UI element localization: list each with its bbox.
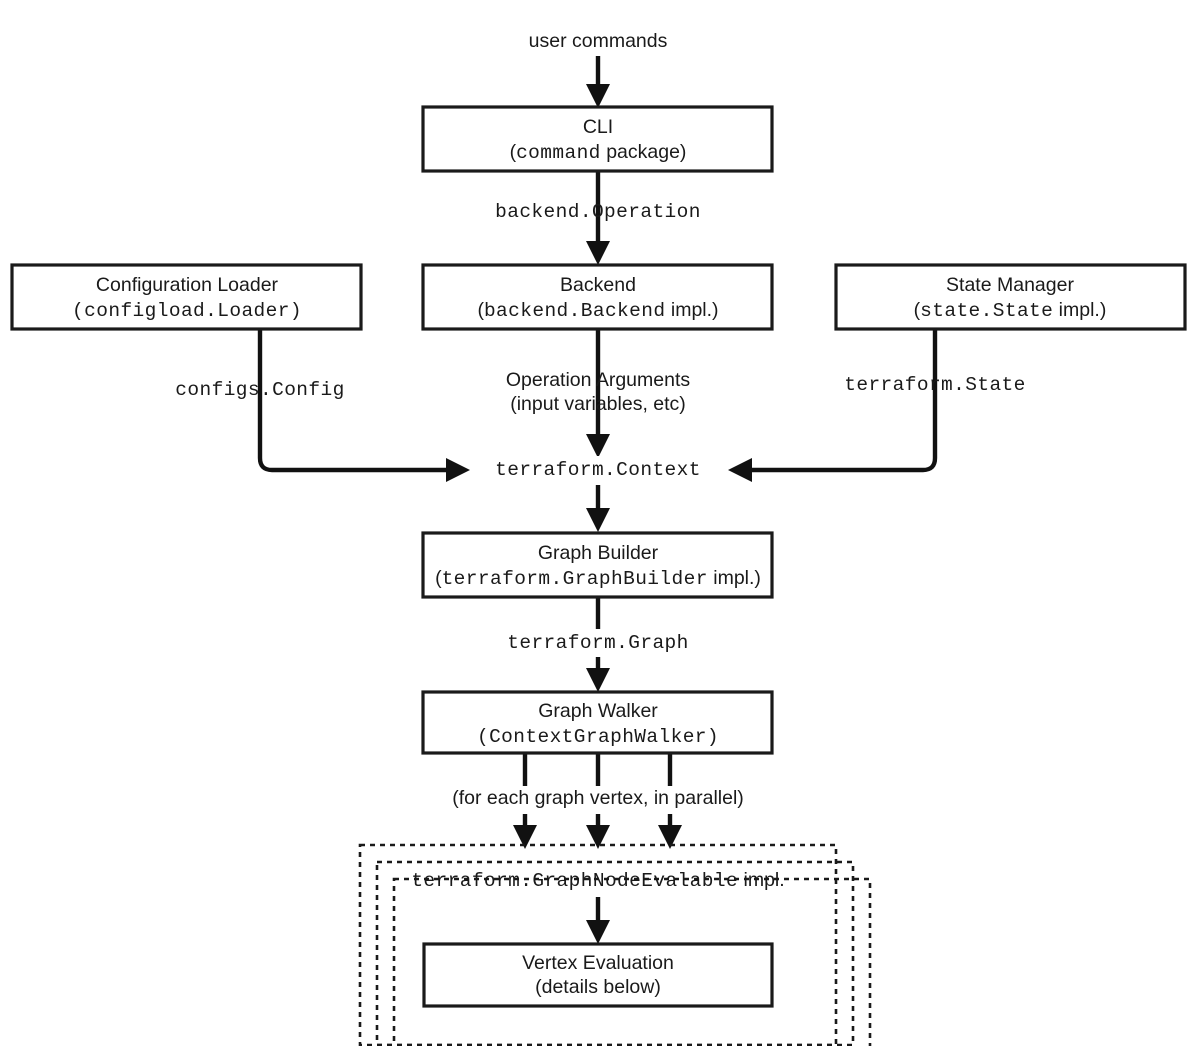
node-graph-walker[interactable]: Graph Walker (ContextGraphWalker)	[421, 690, 774, 755]
edge-cli-to-backend	[586, 171, 610, 265]
node-configuration-loader-box[interactable]	[10, 263, 363, 331]
node-state-manager[interactable]: State Manager (state.State impl.)	[834, 263, 1187, 331]
node-backend-title: Backend	[560, 274, 636, 296]
label-terraform-state: terraform.State	[844, 374, 1026, 396]
label-graph-node-evalable-mono: terraform.GraphNodeEvalable	[411, 870, 738, 892]
node-graph-builder-subtitle-tail: impl.)	[708, 567, 761, 589]
eval-group-dashed-layer-1	[358, 843, 838, 1046]
node-backend-subtitle-tail: impl.)	[665, 299, 718, 321]
node-state-manager-box[interactable]	[834, 263, 1187, 331]
label-operation-arguments-line1: Operation Arguments	[506, 369, 691, 391]
node-vertex-evaluation[interactable]: Vertex Evaluation (details below)	[422, 942, 774, 1008]
node-cli-subtitle-tail: package)	[601, 141, 687, 163]
node-cli-title: CLI	[583, 116, 613, 138]
label-backend-operation: backend.Operation	[495, 201, 701, 223]
edge-backend-to-context	[586, 329, 610, 458]
node-state-manager-subtitle-tail: impl.)	[1053, 299, 1106, 321]
eval-group-dashed-layer-3	[392, 877, 872, 1046]
node-configuration-loader-title: Configuration Loader	[96, 274, 279, 296]
label-graph-node-evalable-tail: impl.	[738, 869, 785, 891]
node-graph-walker-title: Graph Walker	[538, 700, 658, 722]
node-graph-walker-subtitle: (ContextGraphWalker)	[477, 726, 719, 748]
node-graph-walker-box[interactable]	[421, 690, 774, 755]
node-vertex-evaluation-title: Vertex Evaluation	[522, 952, 674, 974]
node-state-manager-title: State Manager	[946, 274, 1074, 296]
node-graph-builder-box[interactable]	[421, 531, 774, 599]
node-backend-subtitle: (backend.Backend impl.)	[477, 299, 718, 322]
label-graph-node-evalable: terraform.GraphNodeEvalable impl.	[411, 869, 784, 892]
node-graph-builder[interactable]: Graph Builder (terraform.GraphBuilder im…	[421, 531, 774, 599]
node-cli-subtitle: (command package)	[510, 141, 687, 164]
node-graph-builder-title: Graph Builder	[538, 542, 659, 564]
label-terraform-graph: terraform.Graph	[507, 632, 689, 654]
node-state-manager-subtitle-mono: state.State	[920, 300, 1053, 322]
edge-evalable-to-vertex-evaluation	[586, 897, 610, 944]
node-backend-box[interactable]	[421, 263, 774, 331]
label-terraform-context: terraform.Context	[495, 459, 701, 481]
node-cli-box[interactable]	[421, 105, 774, 173]
label-walker-fanout: (for each graph vertex, in parallel)	[452, 787, 744, 809]
label-walker-fanout-backdrop	[448, 786, 748, 814]
edge-context-to-graph-builder	[586, 484, 610, 532]
edge-state-manager-to-context	[728, 329, 938, 482]
label-terraform-graph-backdrop	[500, 629, 696, 657]
node-vertex-evaluation-subtitle: (details below)	[535, 976, 661, 998]
node-backend-subtitle-mono: backend.Backend	[484, 300, 666, 322]
edge-user-commands-to-cli	[586, 56, 610, 108]
node-state-manager-subtitle: (state.State impl.)	[914, 299, 1107, 322]
label-terraform-context-backdrop	[489, 456, 707, 485]
node-configuration-loader[interactable]: Configuration Loader (configload.Loader)	[10, 263, 363, 331]
node-vertex-evaluation-box[interactable]	[422, 942, 774, 1008]
label-configs-config: configs.Config	[175, 379, 344, 401]
label-user-commands: user commands	[529, 30, 668, 52]
node-backend[interactable]: Backend (backend.Backend impl.)	[421, 263, 774, 331]
node-cli-subtitle-mono: command	[516, 142, 601, 164]
node-cli[interactable]: CLI (command package)	[421, 105, 774, 173]
edge-config-loader-to-context	[257, 329, 470, 482]
node-configuration-loader-subtitle: (configload.Loader)	[72, 300, 302, 322]
label-operation-arguments-line2: (input variables, etc)	[510, 393, 686, 415]
node-graph-builder-subtitle: (terraform.GraphBuilder impl.)	[435, 567, 761, 590]
node-graph-builder-subtitle-mono: terraform.GraphBuilder	[442, 568, 708, 590]
